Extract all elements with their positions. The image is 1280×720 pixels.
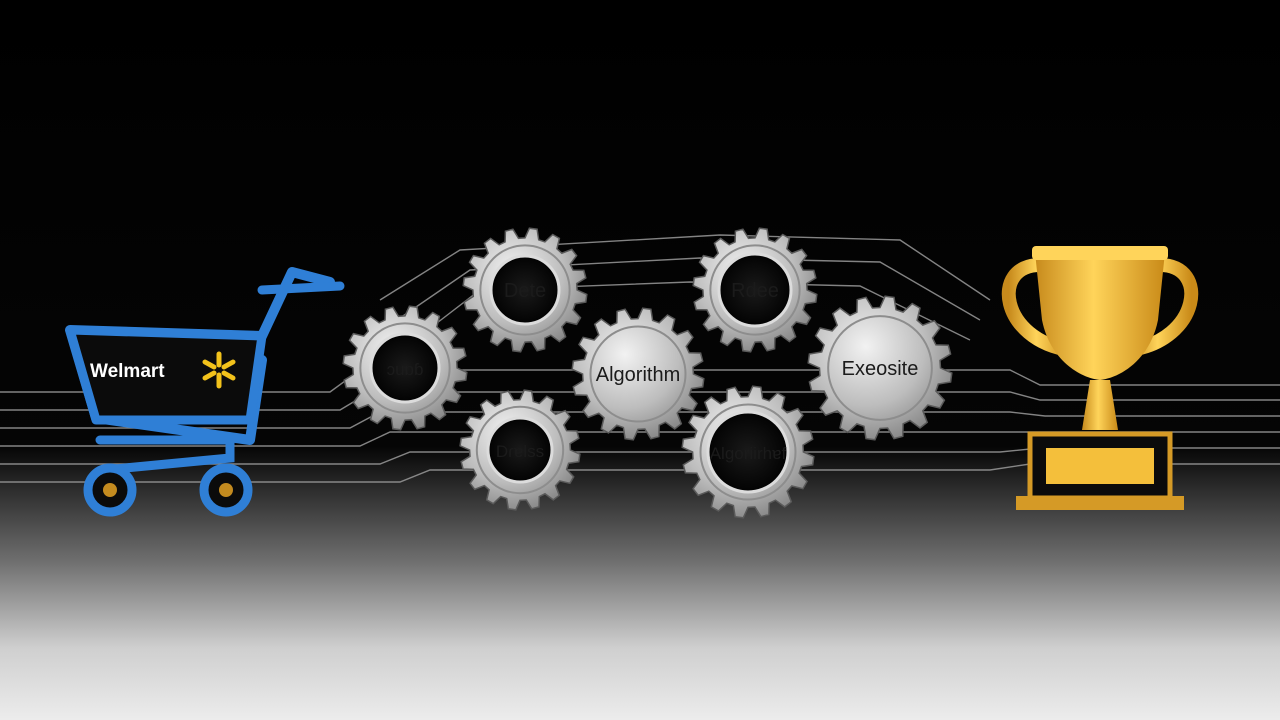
circuit-trace [399, 257, 981, 321]
gear-top-right: Rdee [692, 227, 818, 353]
gear-bottom-left: Dɾɐlss [459, 389, 581, 511]
gear-top-left: Dete [462, 227, 588, 353]
gear-label-right: Exeosite [842, 358, 919, 380]
trophy-icon [1001, 246, 1199, 510]
gear-label-bottom-left: Dɾɐlss [496, 442, 544, 461]
gear-label-top-right: Rdee [731, 280, 779, 302]
circuit-trace [0, 411, 1280, 429]
gear-label-center: Algorithm [596, 364, 680, 386]
circuit-trace [379, 234, 991, 301]
gear-label-left: ɔuɒɓ [387, 360, 424, 379]
shopping-cart-icon: Welmart [65, 267, 345, 517]
gear-label-top-left: Dete [504, 280, 546, 302]
spark-icon [202, 351, 236, 389]
gear-label-bottom-right: Algoriirhɐf [710, 444, 787, 463]
cart-brand-text: Welmart [90, 361, 165, 382]
gear-center: Algorithm [571, 307, 705, 441]
gear-left: ɔuɒɓ [342, 305, 468, 431]
gear-icon [807, 295, 953, 441]
gear-bottom-right: Algoriirhɐf [681, 385, 815, 519]
circuit-trace [419, 281, 971, 341]
gear-right: Exeosite [807, 295, 953, 441]
